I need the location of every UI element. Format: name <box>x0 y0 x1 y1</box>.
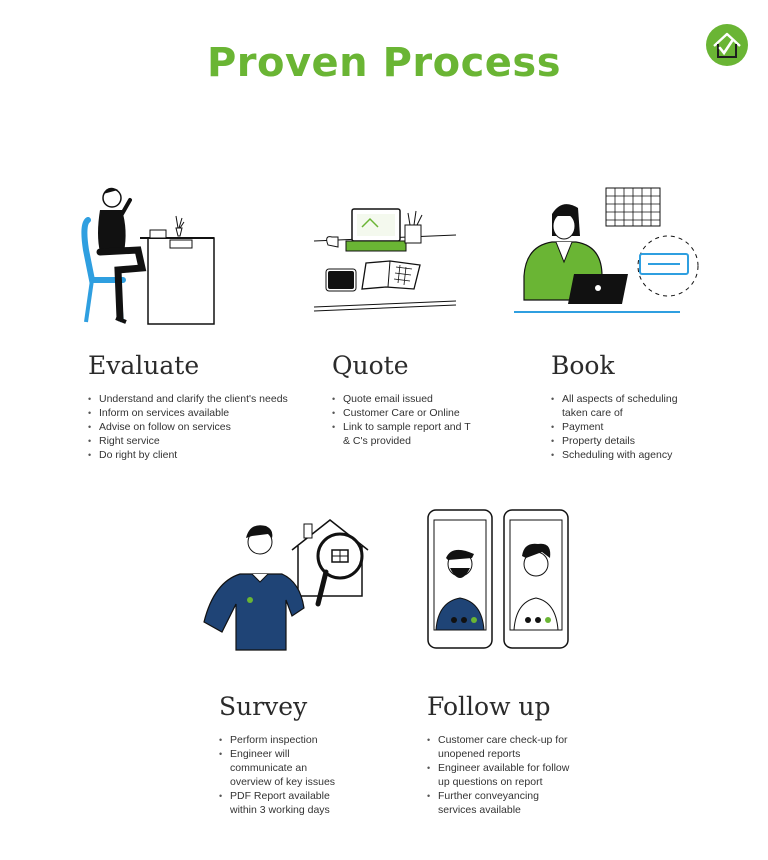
step-quote: Quote Quote email issued Customer Care o… <box>332 351 472 448</box>
step-bullet: Further conveyancing services available <box>427 789 572 817</box>
step-bullet: Link to sample report and T & C's provid… <box>332 420 472 448</box>
step-bullet: Payment <box>551 420 681 434</box>
step-title: Book <box>551 351 615 380</box>
step-bullet: Engineer will communicate an overview of… <box>219 747 339 789</box>
follow-up-illustration <box>427 509 569 649</box>
step-title: Quote <box>332 351 409 380</box>
step-bullet: Advise on follow on services <box>88 420 303 434</box>
step-bullet: Scheduling with agency <box>551 448 681 462</box>
step-bullet: All aspects of scheduling taken care of <box>551 392 681 420</box>
step-evaluate: Evaluate Understand and clarify the clie… <box>88 351 303 462</box>
step-title: Survey <box>219 692 308 721</box>
step-bullet: Do right by client <box>88 448 303 462</box>
step-bullet: Inform on services available <box>88 406 303 420</box>
step-bullet: Customer Care or Online <box>332 406 472 420</box>
step-bullet: Property details <box>551 434 681 448</box>
book-illustration <box>514 187 699 313</box>
step-bullet: Engineer available for follow up questio… <box>427 761 572 789</box>
step-bullet: Understand and clarify the client's need… <box>88 392 303 406</box>
step-title: Evaluate <box>88 351 200 380</box>
step-bullet: Perform inspection <box>219 733 339 747</box>
step-bullet: Right service <box>88 434 303 448</box>
step-bullet: Quote email issued <box>332 392 472 406</box>
evaluate-illustration <box>81 187 215 325</box>
house-logo-icon <box>706 24 748 66</box>
step-bullet: PDF Report available within 3 working da… <box>219 789 339 817</box>
step-bullet: Customer care check-up for unopened repo… <box>427 733 572 761</box>
step-survey: Survey Perform inspection Engineer will … <box>219 692 339 817</box>
page-title: Proven Process <box>206 40 562 86</box>
step-title: Follow up <box>427 692 551 721</box>
step-follow-up: Follow up Customer care check-up for uno… <box>427 692 572 817</box>
survey-illustration <box>203 519 369 651</box>
step-book: Book All aspects of scheduling taken car… <box>551 351 681 462</box>
quote-illustration <box>313 208 457 312</box>
